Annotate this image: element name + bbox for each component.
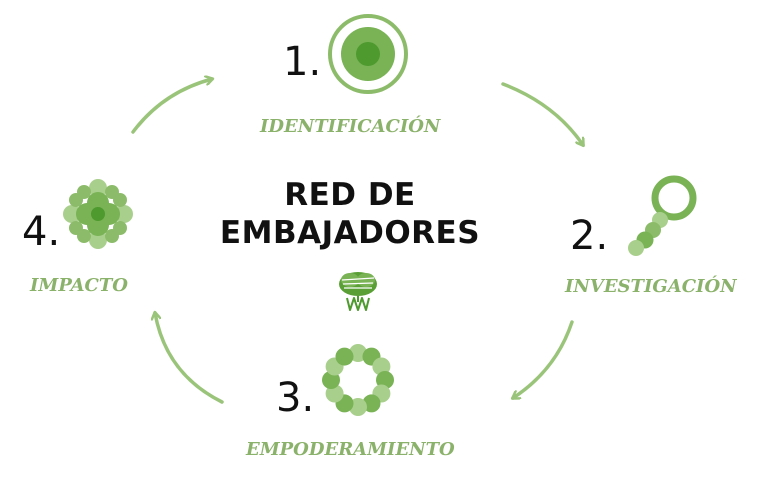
step-1-number: 1. <box>283 39 322 85</box>
step-4-label: IMPACTO <box>30 275 128 296</box>
arrow-2-to-3 <box>513 320 574 398</box>
step-2-number: 2. <box>570 213 609 259</box>
step-3-number: 3. <box>276 375 315 421</box>
step-2-label: INVESTIGACIÓN <box>565 276 737 297</box>
diagram-title-line-2: EMBAJADORES <box>219 215 481 251</box>
plant-for-the-planet-logo <box>339 272 377 311</box>
step-1-label: IDENTIFICACIÓN <box>260 116 441 137</box>
arrow-4-to-1 <box>131 79 212 134</box>
step-4-number: 4. <box>22 209 61 255</box>
flower-ring-icon <box>322 344 394 416</box>
magnifier-icon <box>628 175 697 256</box>
step-3-label: EMPODERAMIENTO <box>246 439 455 460</box>
target-icon <box>328 14 408 94</box>
diagram-title-line-1: RED DE <box>284 177 416 213</box>
cluster-icon <box>63 179 133 249</box>
arrow-1-to-2 <box>501 82 583 145</box>
arrow-3-to-4 <box>155 313 224 404</box>
